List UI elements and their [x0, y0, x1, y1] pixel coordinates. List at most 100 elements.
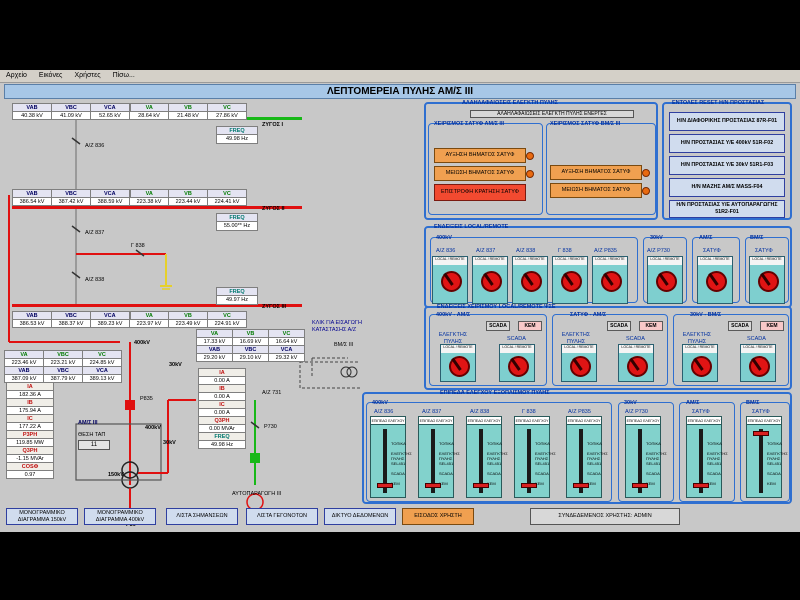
menu-users[interactable]: Χρήστες: [74, 72, 101, 79]
lower-tap-am-button[interactable]: ΜΕΙΩΣΗ ΒΗΜΑΤΟΣ ΣΑΤΥΦ: [434, 166, 526, 181]
reset-51r1-30-button[interactable]: Η/Ν ΠΡΟΣΤΑΣΙΑΣ Υ/Ε 30kV 51R1-F03: [669, 156, 785, 175]
dial-scada-tap[interactable]: LOCAL / REMOTE: [618, 344, 654, 382]
dial-top-label: LOCAL / REMOTE: [562, 345, 596, 353]
slider-top-label: ΕΠΙΠΕΔΟ ΕΛΕΓΧΟΥ: [419, 417, 453, 425]
slider-thumb: [473, 483, 489, 488]
dial-controller-tap[interactable]: LOCAL / REMOTE: [561, 344, 597, 382]
slider-top-label: ΕΠΙΠΕΔΟ ΕΛΕΓΧΟΥ: [747, 417, 781, 425]
reset-mass-button[interactable]: Η/Ν ΜΑΖΗΣ ΑΜ/Σ MASS-F04: [669, 178, 785, 197]
slider-label: Α/Ζ 836: [374, 409, 394, 415]
nav-150kv-button[interactable]: ΜΟΝΟΓΡΑΜΜΙΚΟ ΔΙΑΓΡΑΜΜΑ 150kV: [6, 508, 78, 525]
label-va: VA: [128, 189, 169, 198]
level-sel451: SEL451: [646, 461, 661, 466]
slider-track: [431, 429, 435, 493]
label-vab: VAB: [196, 345, 233, 354]
reset-87r-button[interactable]: Η/Ν ΔΙΑΦΟΡΙΚΗΣ ΠΡΟΣΤΑΣΙΑΣ 87R-F01: [669, 112, 785, 131]
dial-top-label: LOCAL / REMOTE: [683, 345, 717, 353]
raise-tap-bm-button[interactable]: ΑΥΞΗΣΗ ΒΗΜΑΤΟΣ ΣΑΤΥΦ: [550, 165, 642, 180]
level-sel451: SEL451: [487, 461, 502, 466]
dial-controller-400[interactable]: LOCAL / REMOTE: [440, 344, 476, 382]
label-ia: IA: [6, 383, 54, 391]
breaker-837-label: Α/Ζ 837: [85, 230, 105, 236]
level-sel451: SEL451: [707, 461, 722, 466]
lr-am-title: ΑΜ/Σ: [699, 235, 713, 241]
label-vb: VB: [232, 329, 269, 338]
scada-label-30: SCADA: [747, 336, 766, 342]
scada-button-tap[interactable]: SCADA: [607, 321, 631, 331]
label-vbc: VBC: [232, 345, 269, 354]
menu-images[interactable]: Εικόνες: [38, 72, 63, 79]
level-kem: ΚΕΜ: [707, 481, 716, 486]
dial-controller-30[interactable]: LOCAL / REMOTE: [682, 344, 718, 382]
reset-51r2-button[interactable]: Η/Ν ΠΡΟΣΤΑΣΙΑΣ Υ/Ε ΑΥΤΟΠΑΡΑΓΩΓΗΣ 51R2-F0…: [669, 200, 785, 218]
controller-label-30: ΕΛΕΓΚΤΗΣ ΠΥΛΗΣ: [682, 332, 712, 345]
reset-51r-400-button[interactable]: Η/Ν ΠΡΟΣΤΑΣΙΑΣ Υ/Ε 400kV 51R-F02: [669, 134, 785, 153]
scada-button-400[interactable]: SCADA: [486, 321, 510, 331]
kem-button-tap[interactable]: ΚΕΜ: [639, 321, 663, 331]
lower-tap-bm-indicator: [642, 187, 650, 195]
value-vbc: 388.37 kV: [51, 319, 91, 328]
dial-top-label: LOCAL / REMOTE: [513, 257, 547, 265]
label-vab: VAB: [12, 103, 52, 112]
controller-label-tap: ΕΛΕΓΚΤΗΣ ΠΥΛΗΣ: [561, 332, 591, 345]
level-kem: ΚΕΜ: [767, 481, 776, 486]
menu-back[interactable]: Πίσω...: [112, 72, 135, 79]
label-vab: VAB: [12, 311, 52, 320]
value-vb: 16.69 kV: [232, 337, 269, 346]
level-local: ΤΟΠΙΚΑ: [391, 441, 406, 446]
menu-file[interactable]: Αρχείο: [6, 72, 27, 79]
selector-knob: [570, 356, 591, 377]
hmi-screen: Αρχείο Εικόνες Χρήστες Πίσω... ΛΕΠΤΟΜΕΡΕ…: [0, 70, 800, 532]
value-vbc: 41.09 kV: [51, 111, 91, 120]
entry-note-line-1[interactable]: ΚΛΙΚ ΓΙΑ ΕΙΣΑΓΩΓΗ: [312, 320, 362, 326]
nav-400kv-button[interactable]: ΜΟΝΟΓΡΑΜΜΙΚΟ ΔΙΑΓΡΑΜΜΑ 400kV: [84, 508, 156, 525]
dial-scada-400[interactable]: LOCAL / REMOTE: [499, 344, 535, 382]
level-controller: ΕΛΕΓΚΤΗΣ ΠΥΛΗΣ: [535, 451, 556, 461]
label-vca: VCA: [90, 189, 130, 198]
level-kem: ΚΕΜ: [439, 481, 448, 486]
nav-events-button[interactable]: ΛΙΣΤΑ ΓΕΓΟΝΟΤΩΝ: [246, 508, 318, 525]
dial-face: LOCAL / REMOTE: [472, 256, 508, 304]
selector-knob: [749, 356, 770, 377]
slider-track: [527, 429, 531, 493]
dial-label: Α/Ζ 838: [516, 248, 536, 254]
label-freq: FREQ: [198, 433, 246, 441]
entry-note-line-2[interactable]: ΚΑΤΑΣΤΑΣΗΣ Α/Ζ: [312, 327, 357, 333]
level-local: ΤΟΠΙΚΑ: [487, 441, 502, 446]
slider-thumb: [521, 483, 537, 488]
slider-thumb: [753, 431, 769, 436]
label-va: VA: [4, 350, 44, 359]
level-scada: SCADA: [707, 471, 721, 476]
dial-label: Α/Ζ 837: [476, 248, 496, 254]
kem-button-30[interactable]: ΚΕΜ: [760, 321, 784, 331]
lower-tap-bm-button[interactable]: ΜΕΙΩΣΗ ΒΗΜΑΤΟΣ ΣΑΤΥΦ: [550, 183, 642, 198]
user-login-button[interactable]: ΕΙΣΟΔΟΣ ΧΡΗΣΤΗ: [402, 508, 474, 525]
label-ia: IA: [198, 369, 246, 377]
dial-scada-30[interactable]: LOCAL / REMOTE: [740, 344, 776, 382]
label-ib: IB: [6, 399, 54, 407]
dial-top-label: LOCAL / REMOTE: [433, 257, 467, 265]
voltage-30-transformer-label: 30kV: [163, 440, 176, 446]
lower-tap-am-indicator: [526, 170, 534, 178]
levels-am-title: ΑΜ/Σ: [686, 400, 700, 406]
dial-top-label: LOCAL / REMOTE: [500, 345, 534, 353]
voltage-400-label: 400kV: [134, 340, 150, 346]
level-kem: ΚΕΜ: [535, 481, 544, 486]
scada-button-30[interactable]: SCADA: [728, 321, 752, 331]
scada-label-tap: SCADA: [626, 336, 645, 342]
hold-tap-am-button[interactable]: ΕΠΙΣΤΡΟΦΗ ΚΡΑΤΗΣΗ ΣΑΤΥΦ: [434, 184, 526, 201]
freq-value: 49.98 Hz: [216, 135, 258, 144]
dial-label: Α/Ζ Ρ730: [647, 248, 670, 254]
nav-signals-button[interactable]: ΛΙΣΤΑ ΣΗΜΑΝΣΕΩΝ: [166, 508, 238, 525]
raise-tap-am-button[interactable]: ΑΥΞΗΣΗ ΒΗΜΑΤΟΣ ΣΑΤΥΦ: [434, 148, 526, 163]
label-vca: VCA: [90, 311, 130, 320]
kem-button-400[interactable]: ΚΕΜ: [518, 321, 542, 331]
level-kem: ΚΕΜ: [587, 481, 596, 486]
slider-track: [383, 429, 387, 493]
nav-network-button[interactable]: ΔΙΚΤΥΟ ΔΕΔΟΜΕΝΩΝ: [324, 508, 396, 525]
value-q3ph: 0.00 MVAr: [198, 425, 246, 433]
active-alarms-button[interactable]: ΑΛΑΗΛΑΦΑΙΩΣΕΙΣ ΕΛΕΓΚΤΗ ΠΥΛΗΣ ΕΝΕΡΓΕΣ: [470, 110, 634, 118]
